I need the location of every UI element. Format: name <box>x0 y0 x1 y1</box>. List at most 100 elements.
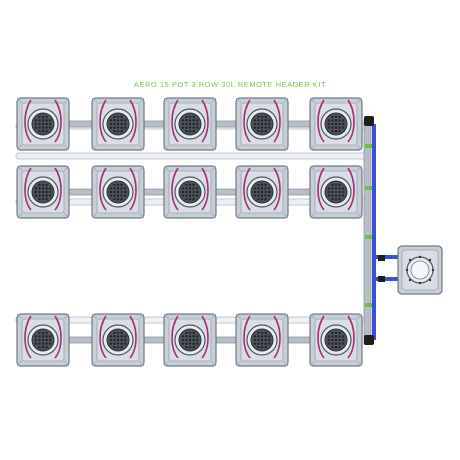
tee-fitting <box>378 276 385 282</box>
tee-fitting <box>378 255 385 261</box>
pot-corner <box>163 165 170 172</box>
mesh-dot <box>185 187 188 190</box>
mesh-dot <box>124 339 127 341</box>
mesh-dot <box>338 130 341 133</box>
mesh-dot <box>192 187 195 190</box>
mesh-dot <box>327 126 330 129</box>
tank-bolt <box>408 278 412 282</box>
mesh-dot <box>42 335 44 338</box>
hose <box>273 167 281 211</box>
mesh-dot <box>261 342 263 345</box>
tank-bolt <box>408 258 412 262</box>
mesh-dot <box>34 119 37 122</box>
mesh-dot <box>331 126 334 129</box>
mesh-dot <box>331 115 334 118</box>
mesh-dot <box>331 191 334 193</box>
mesh-dot <box>109 335 112 338</box>
hose <box>201 167 209 211</box>
mesh-dot <box>342 123 345 125</box>
pot-corner <box>282 97 289 104</box>
mesh-dot <box>185 130 188 133</box>
pot-corner <box>16 360 23 367</box>
mesh-dot <box>257 339 260 341</box>
mesh-dot <box>42 119 44 122</box>
pot-corner <box>356 212 363 219</box>
mesh-dot <box>181 191 184 193</box>
mesh-dot <box>342 191 345 193</box>
mesh-dot <box>117 183 119 186</box>
mesh-dot <box>185 335 188 338</box>
mesh-dot <box>113 119 116 122</box>
pot-icon <box>16 97 70 151</box>
mesh-dot <box>257 126 260 129</box>
tank-icon <box>397 245 443 295</box>
mesh-dot <box>120 194 123 197</box>
mesh-dot <box>189 342 191 345</box>
mesh-dot <box>34 342 37 345</box>
mesh-dot <box>189 115 191 118</box>
pot-corner <box>91 97 98 104</box>
hose <box>54 315 62 359</box>
mesh-dot <box>189 130 191 133</box>
mesh-dot <box>185 342 188 345</box>
pot-corner <box>235 97 242 104</box>
mesh-dot <box>192 331 195 334</box>
mesh-dot <box>45 335 48 338</box>
return-pipe <box>363 119 372 345</box>
mesh-dot <box>42 191 44 193</box>
mesh-dot <box>42 183 44 186</box>
mesh-dot <box>181 123 184 125</box>
mesh-dot <box>117 198 119 201</box>
tank-bolt <box>418 255 422 259</box>
valve-fitting <box>365 303 372 307</box>
mesh-dot <box>45 130 48 133</box>
mesh-dot <box>117 346 119 349</box>
mesh-dot <box>327 342 330 345</box>
mesh-dot <box>113 187 116 190</box>
mesh-dot <box>192 194 195 197</box>
elbow-fitting <box>364 335 374 345</box>
mesh-dot <box>189 339 191 341</box>
pot-corner <box>309 313 316 320</box>
mesh-dot <box>42 194 44 197</box>
tank-bolt <box>418 281 422 285</box>
hose <box>129 99 137 143</box>
mesh-dot <box>120 187 123 190</box>
mesh-dot <box>181 342 184 345</box>
mesh-dot <box>109 339 112 341</box>
mesh-dot <box>185 346 188 349</box>
pot-icon <box>309 97 363 151</box>
mesh-dot <box>38 183 41 186</box>
mesh-dot <box>185 123 188 125</box>
hose <box>317 167 325 211</box>
pot-corner <box>210 165 217 172</box>
mesh-dot <box>120 115 123 118</box>
mesh-dot <box>38 339 41 341</box>
pot-corner <box>282 360 289 367</box>
pot-corner <box>356 97 363 104</box>
mesh-dot <box>38 115 41 118</box>
mesh-dot <box>34 187 37 190</box>
mesh-dot <box>196 194 199 197</box>
mesh-dot <box>264 130 267 133</box>
mesh-dot <box>338 183 341 186</box>
mesh-dot <box>42 187 44 190</box>
mesh-dot <box>342 194 345 197</box>
mesh-dot <box>192 335 195 338</box>
mesh-dot <box>113 191 116 193</box>
mesh-dot <box>124 335 127 338</box>
mesh-dot <box>185 183 188 186</box>
mesh-dot <box>185 198 188 201</box>
pot-corner <box>210 212 217 219</box>
pot-corner <box>309 97 316 104</box>
mesh-dot <box>185 331 188 334</box>
mesh-dot <box>257 331 260 334</box>
pot-corner <box>138 144 145 151</box>
mesh-dot <box>45 198 48 201</box>
pot-corner <box>63 212 70 219</box>
hose <box>99 167 107 211</box>
hose <box>347 99 355 143</box>
mesh-dot <box>331 346 334 349</box>
mesh-dot <box>192 191 195 193</box>
mesh-dot <box>338 331 341 334</box>
